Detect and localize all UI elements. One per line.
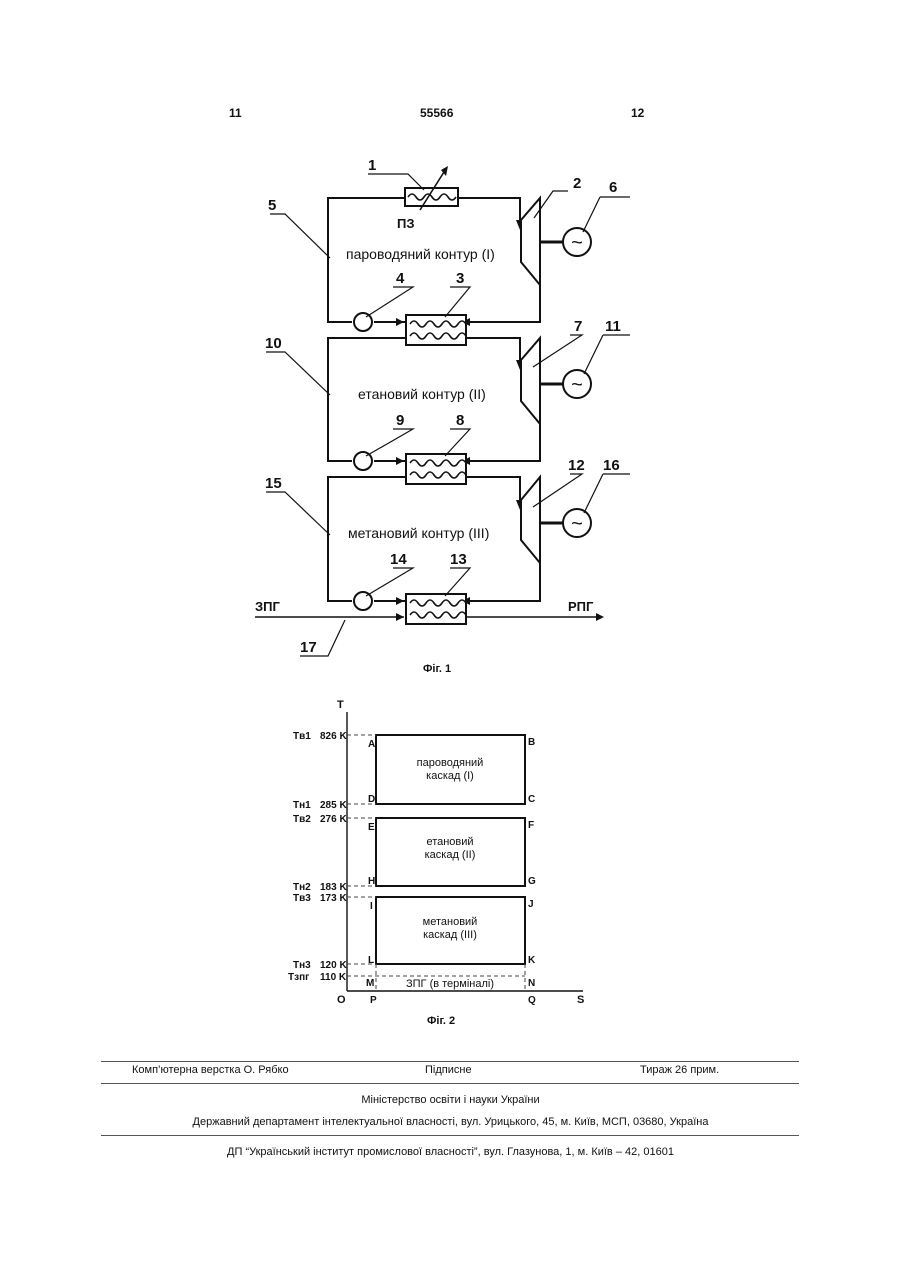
point-q: Q [528, 995, 536, 1006]
point-i: I [370, 901, 373, 912]
temp-value-tv2: 276 K [320, 814, 347, 825]
footer-divider-middle [101, 1083, 799, 1084]
temp-value-tn2: 183 K [320, 882, 347, 893]
footer-divider-bottom [101, 1135, 799, 1136]
footer-ministry: Міністерство освіти і науки України [0, 1094, 901, 1106]
temp-value-tlng: 110 K [320, 972, 347, 983]
cascade-1-label-line1: пароводяний [417, 757, 484, 769]
temp-symbol-tlng: Tзпг [288, 972, 309, 983]
point-f: F [528, 820, 534, 831]
point-j: J [528, 899, 534, 910]
temp-symbol-tv3: Tв3 [293, 893, 311, 904]
axis-s-label: S [577, 994, 584, 1006]
temp-symbol-tn1: Tн1 [293, 800, 311, 811]
point-h: H [368, 876, 375, 887]
temp-symbol-tn3: Tн3 [293, 960, 311, 971]
point-e: E [368, 822, 375, 833]
cascade-1-label-line2: каскад (I) [426, 770, 474, 782]
axis-t-label: T [337, 699, 344, 711]
cascade-3-label-line1: метановий [423, 916, 478, 928]
cascade-3-label-line2: каскад (III) [423, 929, 477, 941]
point-g: G [528, 876, 536, 887]
point-k: K [528, 955, 536, 966]
point-c: C [528, 794, 535, 805]
footer-layout-credit: Комп’ютерна верстка О. Рябко [132, 1064, 289, 1076]
point-d: D [368, 794, 375, 805]
point-b: B [528, 737, 535, 748]
cascade-2-label-line1: етановий [426, 836, 473, 848]
temp-symbol-tv1: Tв1 [293, 731, 311, 742]
lng-band-label: ЗПГ (в терміналі) [406, 978, 494, 990]
footer-institute: ДП “Український інститут промислової вла… [0, 1146, 901, 1158]
temp-value-tn1: 285 K [320, 800, 347, 811]
temp-symbol-tv2: Tв2 [293, 814, 311, 825]
origin-label: O [337, 994, 346, 1006]
point-p: P [370, 995, 377, 1006]
temp-symbol-tn2: Tн2 [293, 882, 311, 893]
point-a: A [368, 739, 375, 750]
temp-value-tv1: 826 K [320, 731, 347, 742]
footer-department: Державний департамент інтелектуальної вл… [0, 1116, 901, 1128]
point-l: L [368, 955, 374, 966]
temp-value-tn3: 120 K [320, 960, 347, 971]
point-m: M [366, 978, 374, 989]
cascade-2-label-line2: каскад (II) [425, 849, 476, 861]
figure-2-caption: Фіг. 2 [427, 1015, 455, 1027]
footer-signed: Підписне [425, 1064, 472, 1076]
footer-print-run: Тираж 26 прим. [640, 1064, 719, 1076]
temp-value-tv3: 173 K [320, 893, 347, 904]
point-n: N [528, 978, 535, 989]
footer-divider-top [101, 1061, 799, 1062]
